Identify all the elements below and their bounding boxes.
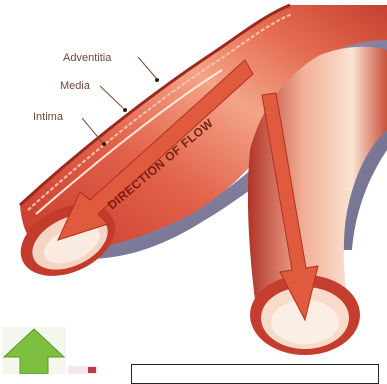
intima-label: Intima [33, 111, 64, 123]
flag-icon [68, 366, 98, 374]
blank-text-box[interactable] [131, 364, 379, 384]
adventitia-leader [138, 57, 156, 78]
intima-leader [82, 118, 102, 142]
up-arrow-icon[interactable] [2, 327, 66, 374]
media-label: Media [60, 80, 91, 92]
artery-bifurcation-diagram: DIRECTION OF FLOW Adventitia Media Intim… [0, 0, 387, 374]
media-dot [123, 108, 127, 112]
intima-dot [102, 142, 106, 146]
adventitia-dot [155, 78, 159, 82]
adventitia-label: Adventitia [63, 52, 112, 64]
media-leader [100, 86, 123, 108]
